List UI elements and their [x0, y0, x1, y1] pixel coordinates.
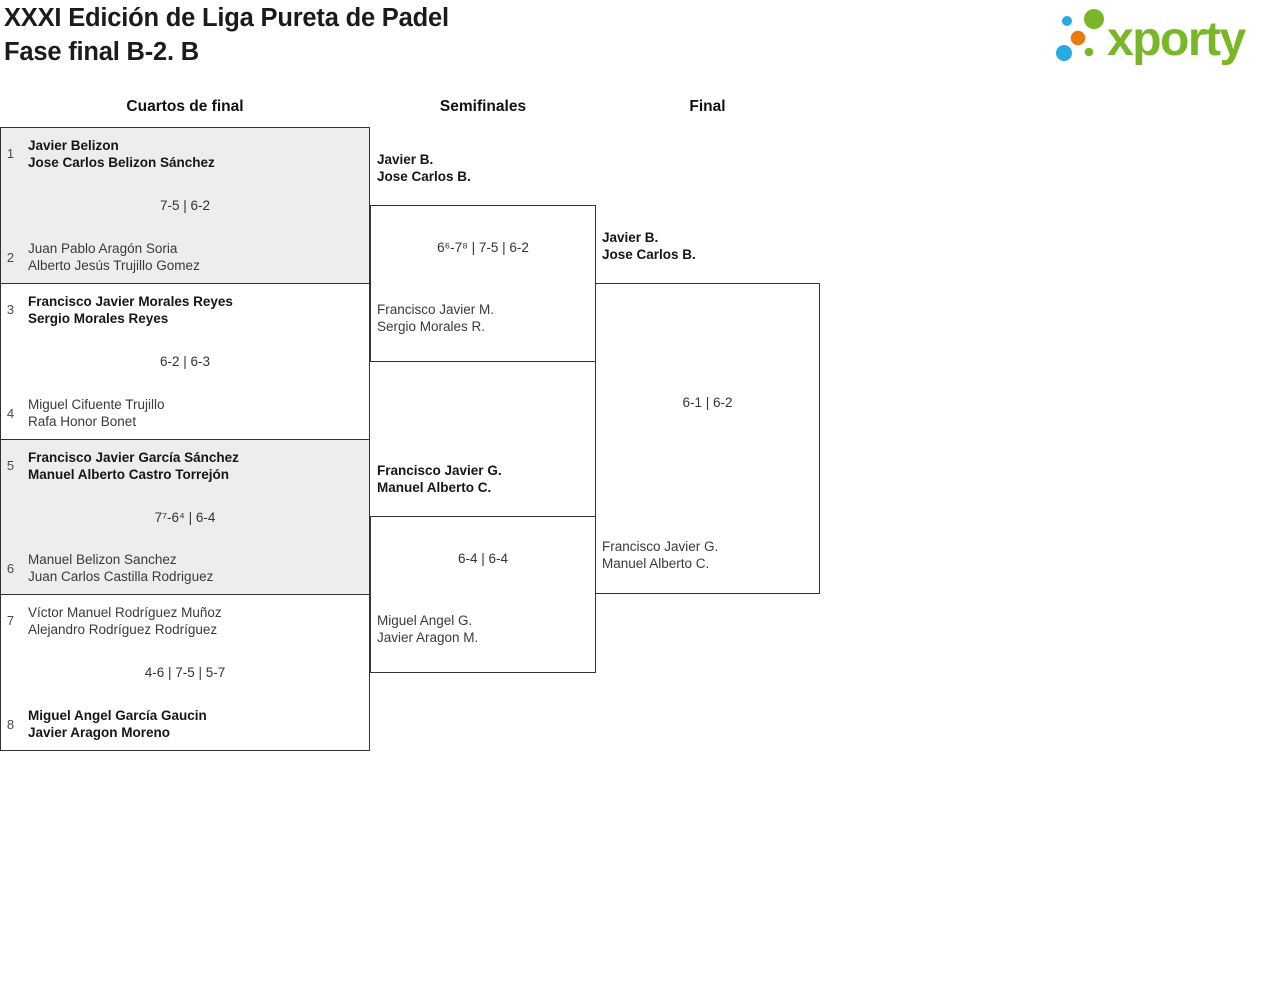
player-name: Manuel Alberto C. [377, 480, 492, 495]
match-semifinal-2[interactable]: Francisco Javier G. Manuel Alberto C. 6-… [370, 463, 596, 673]
match-score: 7⁷-6⁴ | 6-4 [154, 510, 216, 525]
player-name: Jose Carlos B. [377, 169, 471, 184]
player-name: Francisco Javier M. [377, 302, 495, 317]
match-score: 7-5 | 6-2 [159, 198, 211, 213]
match-semifinal-1[interactable]: Javier B. Jose Carlos B. 6⁶-7⁸ | 7-5 | 6… [370, 152, 596, 362]
team-pair: Francisco Javier G. Manuel Alberto C. [377, 462, 502, 496]
player-name: Miguel Cifuente Trujillo [28, 397, 165, 412]
player-name: Manuel Alberto Castro Torrejón [28, 467, 230, 482]
round-header-semifinals: Semifinales [439, 98, 527, 115]
player-name: Víctor Manuel Rodríguez Muñoz [28, 605, 222, 620]
tournament-title: XXXI Edición de Liga Pureta de Padel [4, 4, 449, 32]
player-name: Miguel Angel G. [377, 613, 473, 628]
seed-number: 8 [6, 717, 15, 732]
logo-dot-blue-small [1062, 16, 1072, 26]
team-pair: Miguel Cifuente Trujillo Rafa Honor Bone… [28, 396, 165, 430]
player-name: Juan Pablo Aragón Soria [28, 241, 178, 256]
team-pair: Francisco Javier M. Sergio Morales R. [377, 301, 494, 335]
player-name: Javier B. [377, 152, 434, 167]
match-score: 4-6 | 7-5 | 5-7 [144, 665, 226, 680]
player-name: Javier Belizon [28, 138, 119, 153]
logo-wordmark: xporty [1107, 13, 1247, 66]
match-score: 6-1 | 6-2 [682, 395, 733, 410]
seed-number: 6 [6, 561, 15, 576]
phase-subtitle: Fase final B-2. B [4, 38, 199, 66]
match-quarterfinal-1[interactable]: 1 Javier Belizon Jose Carlos Belizon Sán… [0, 127, 370, 284]
logo-dot-green-large [1084, 9, 1104, 29]
match-score: 6-4 | 6-4 [457, 551, 509, 566]
seed-number: 5 [6, 458, 15, 473]
player-name: Sergio Morales Reyes [28, 311, 169, 326]
round-header-final: Final [689, 98, 726, 115]
seed-number: 2 [6, 250, 15, 265]
match-quarterfinal-4[interactable]: 7 Víctor Manuel Rodríguez Muñoz Alejandr… [0, 594, 370, 751]
player-name: Francisco Javier G. [602, 539, 719, 554]
player-name: Miguel Angel García Gaucin [28, 708, 207, 723]
player-name: Juan Carlos Castilla Rodriguez [28, 569, 214, 584]
round-header-quarterfinals: Cuartos de final [126, 98, 244, 115]
match-quarterfinal-2[interactable]: 3 Francisco Javier Morales Reyes Sergio … [0, 283, 370, 440]
seed-number: 1 [6, 146, 15, 161]
player-name: Sergio Morales R. [377, 319, 486, 334]
seed-number: 3 [6, 302, 15, 317]
team-pair: Miguel Angel García Gaucin Javier Aragon… [28, 707, 207, 741]
player-name: Javier Aragon Moreno [28, 725, 171, 740]
player-name: Francisco Javier G. [377, 463, 502, 478]
team-pair: Francisco Javier Morales Reyes Sergio Mo… [28, 293, 233, 327]
xporty-logo[interactable]: xporty [1045, 4, 1277, 76]
team-pair: Miguel Angel G. Javier Aragon M. [377, 612, 478, 646]
player-name: Rafa Honor Bonet [28, 414, 137, 429]
match-score: 6⁶-7⁸ | 7-5 | 6-2 [437, 240, 529, 255]
team-pair: Javier Belizon Jose Carlos Belizon Sánch… [28, 137, 215, 171]
player-name: Manuel Alberto C. [602, 556, 710, 571]
team-pair: Francisco Javier García Sánchez Manuel A… [28, 449, 239, 483]
player-name: Francisco Javier García Sánchez [28, 450, 239, 465]
logo-dot-blue-large [1056, 45, 1072, 61]
match-final[interactable]: Javier B. Jose Carlos B. 6-1 | 6-2 Franc… [595, 230, 820, 594]
team-pair: Javier B. Jose Carlos B. [377, 151, 471, 185]
team-pair: Javier B. Jose Carlos B. [602, 229, 696, 263]
team-pair: Francisco Javier G. Manuel Alberto C. [602, 538, 718, 572]
player-name: Manuel Belizon Sanchez [28, 552, 177, 567]
match-quarterfinal-3[interactable]: 5 Francisco Javier García Sánchez Manuel… [0, 439, 370, 595]
xporty-logo-graphic: xporty [1056, 9, 1248, 66]
logo-dot-green-small [1084, 47, 1094, 57]
player-name: Alberto Jesús Trujillo Gomez [28, 258, 200, 273]
player-name: Jose Carlos B. [602, 247, 696, 262]
team-pair: Juan Pablo Aragón Soria Alberto Jesús Tr… [28, 240, 200, 274]
seed-number: 4 [6, 406, 15, 421]
match-score: 6-2 | 6-3 [159, 354, 211, 369]
player-name: Francisco Javier Morales Reyes [28, 294, 233, 309]
team-pair: Manuel Belizon Sanchez Juan Carlos Casti… [28, 551, 213, 585]
player-name: Jose Carlos Belizon Sánchez [28, 155, 215, 170]
team-pair: Víctor Manuel Rodríguez Muñoz Alejandro … [28, 604, 222, 638]
player-name: Javier B. [602, 230, 659, 245]
logo-dot-orange [1070, 30, 1086, 46]
player-name: Javier Aragon M. [377, 630, 479, 645]
player-name: Alejandro Rodríguez Rodríguez [28, 622, 218, 637]
seed-number: 7 [6, 613, 15, 628]
page-title: XXXI Edición de Liga Pureta de Padel Fas… [4, 1, 449, 69]
